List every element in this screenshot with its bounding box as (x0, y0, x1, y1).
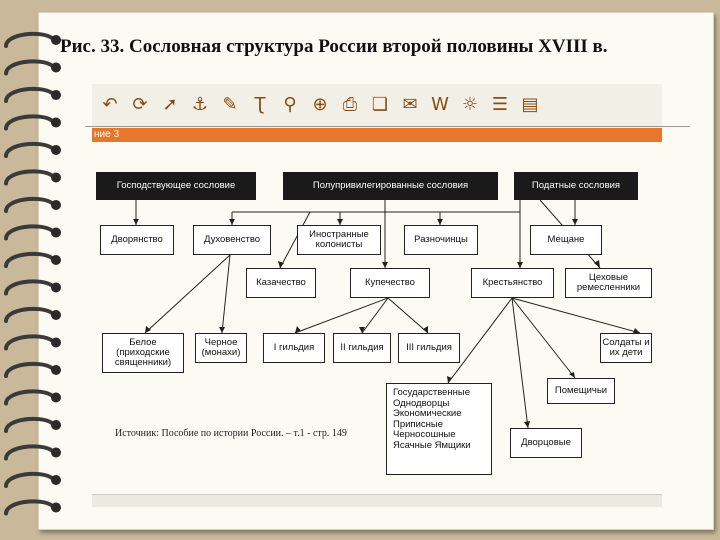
binding-hole (51, 365, 61, 375)
binding-hole (51, 310, 61, 320)
book-icon[interactable]: ✎ (222, 93, 238, 115)
binding-ring (4, 389, 54, 406)
binding-hole (51, 420, 61, 430)
binding-hole (51, 172, 61, 183)
binding-ring (4, 141, 54, 158)
notes-icon[interactable]: ✉ (402, 93, 418, 115)
merchants-box: Купечество (350, 268, 430, 298)
binding-ring (4, 169, 54, 186)
semi-privileged-header: Полупривилегированные сословия (283, 172, 498, 200)
state-peasants-list: Государственные Однодворцы Экономические… (386, 383, 492, 475)
binding-ring (4, 444, 54, 461)
binding-ring (4, 306, 54, 323)
binding-hole (51, 145, 61, 155)
binding-hole (51, 117, 61, 128)
binding-ring (4, 251, 54, 268)
toolbar: ↶ ⟳ ➚ ⚓ ✎ Ʈ ⚲ ⊕ ⎙ ❏ ✉ W ☼ ☰ ▤ (92, 84, 662, 128)
black-clergy-box: Черное (монахи) (195, 333, 247, 363)
guild-1-box: I гильдия (263, 333, 325, 363)
figure-title: Рис. 33. Сословная структура России втор… (60, 36, 608, 57)
court-peasants-box: Дворцовые (510, 428, 582, 458)
undo-arrow-icon[interactable]: ↶ (102, 93, 118, 115)
colonists-box: Иностранные колонисты (297, 225, 381, 255)
binding-ring (4, 31, 54, 48)
binding-ring (4, 499, 54, 516)
binding-hole (51, 282, 61, 293)
binding-ring (4, 86, 54, 103)
guild-2-box: II гильдия (333, 333, 391, 363)
binding-ring (4, 471, 54, 488)
binding-ring (4, 59, 54, 76)
text-icon[interactable]: Ʈ (254, 93, 266, 115)
binding-hole (51, 200, 61, 210)
binding-ring (4, 196, 54, 213)
binding-hole (51, 255, 61, 265)
guild-3-box: III гильдия (398, 333, 460, 363)
raznochintsy-box: Разночинцы (404, 225, 478, 255)
tab-bar: ние 3 (92, 128, 662, 142)
zoom-icon[interactable]: ⊕ (312, 93, 328, 115)
binding-ring (4, 361, 54, 378)
nobility-box: Дворянство (100, 225, 174, 255)
landlord-peasants-box: Помещичьи (547, 378, 615, 404)
taxed-estates-header: Податные сословия (514, 172, 638, 200)
binding-hole (51, 447, 61, 458)
ruling-estate-header: Господствующее сословие (96, 172, 256, 200)
cossacks-box: Казачество (246, 268, 316, 298)
binding-hole (51, 392, 61, 403)
status-bar (92, 494, 662, 507)
word-icon[interactable]: W (431, 93, 449, 115)
title-divider (85, 126, 690, 127)
white-clergy-box: Белое (приходские священники) (102, 333, 184, 373)
townsfolk-box: Мещане (530, 225, 602, 255)
guild-artisans-box: Цеховые ремесленники (565, 268, 652, 298)
binding-ring (4, 114, 54, 131)
pages-icon[interactable]: ❏ (371, 93, 389, 115)
stamp-icon[interactable]: ⚓ (191, 93, 209, 115)
binding-hole (51, 90, 61, 100)
binding-ring (4, 279, 54, 296)
pointer-icon[interactable]: ➚ (162, 93, 178, 115)
binding-hole (51, 62, 61, 73)
soldiers-box: Солдаты и их дети (600, 333, 652, 363)
binding-ring (4, 224, 54, 241)
source-citation: Источник: Пособие по истории России. – т… (115, 428, 347, 439)
binding-hole (51, 502, 61, 513)
binding-ring (4, 416, 54, 433)
binding-hole (51, 227, 61, 238)
binding-hole (51, 35, 61, 45)
tab-label[interactable]: ние 3 (94, 129, 120, 140)
clergy-box: Духовенство (193, 225, 271, 255)
lamp-icon[interactable]: ☼ (461, 93, 479, 115)
binding-hole (51, 475, 61, 485)
layers-icon[interactable]: ☰ (491, 93, 509, 115)
library-icon[interactable]: ▤ (521, 93, 539, 115)
printer-icon[interactable]: ⎙ (342, 93, 358, 115)
binding-hole (51, 337, 61, 348)
peasants-box: Крестьянство (471, 268, 554, 298)
refresh-icon[interactable]: ⟳ (132, 93, 148, 115)
binding-ring (4, 334, 54, 351)
spiral-binding (4, 31, 61, 516)
search-icon[interactable]: ⚲ (283, 93, 297, 115)
